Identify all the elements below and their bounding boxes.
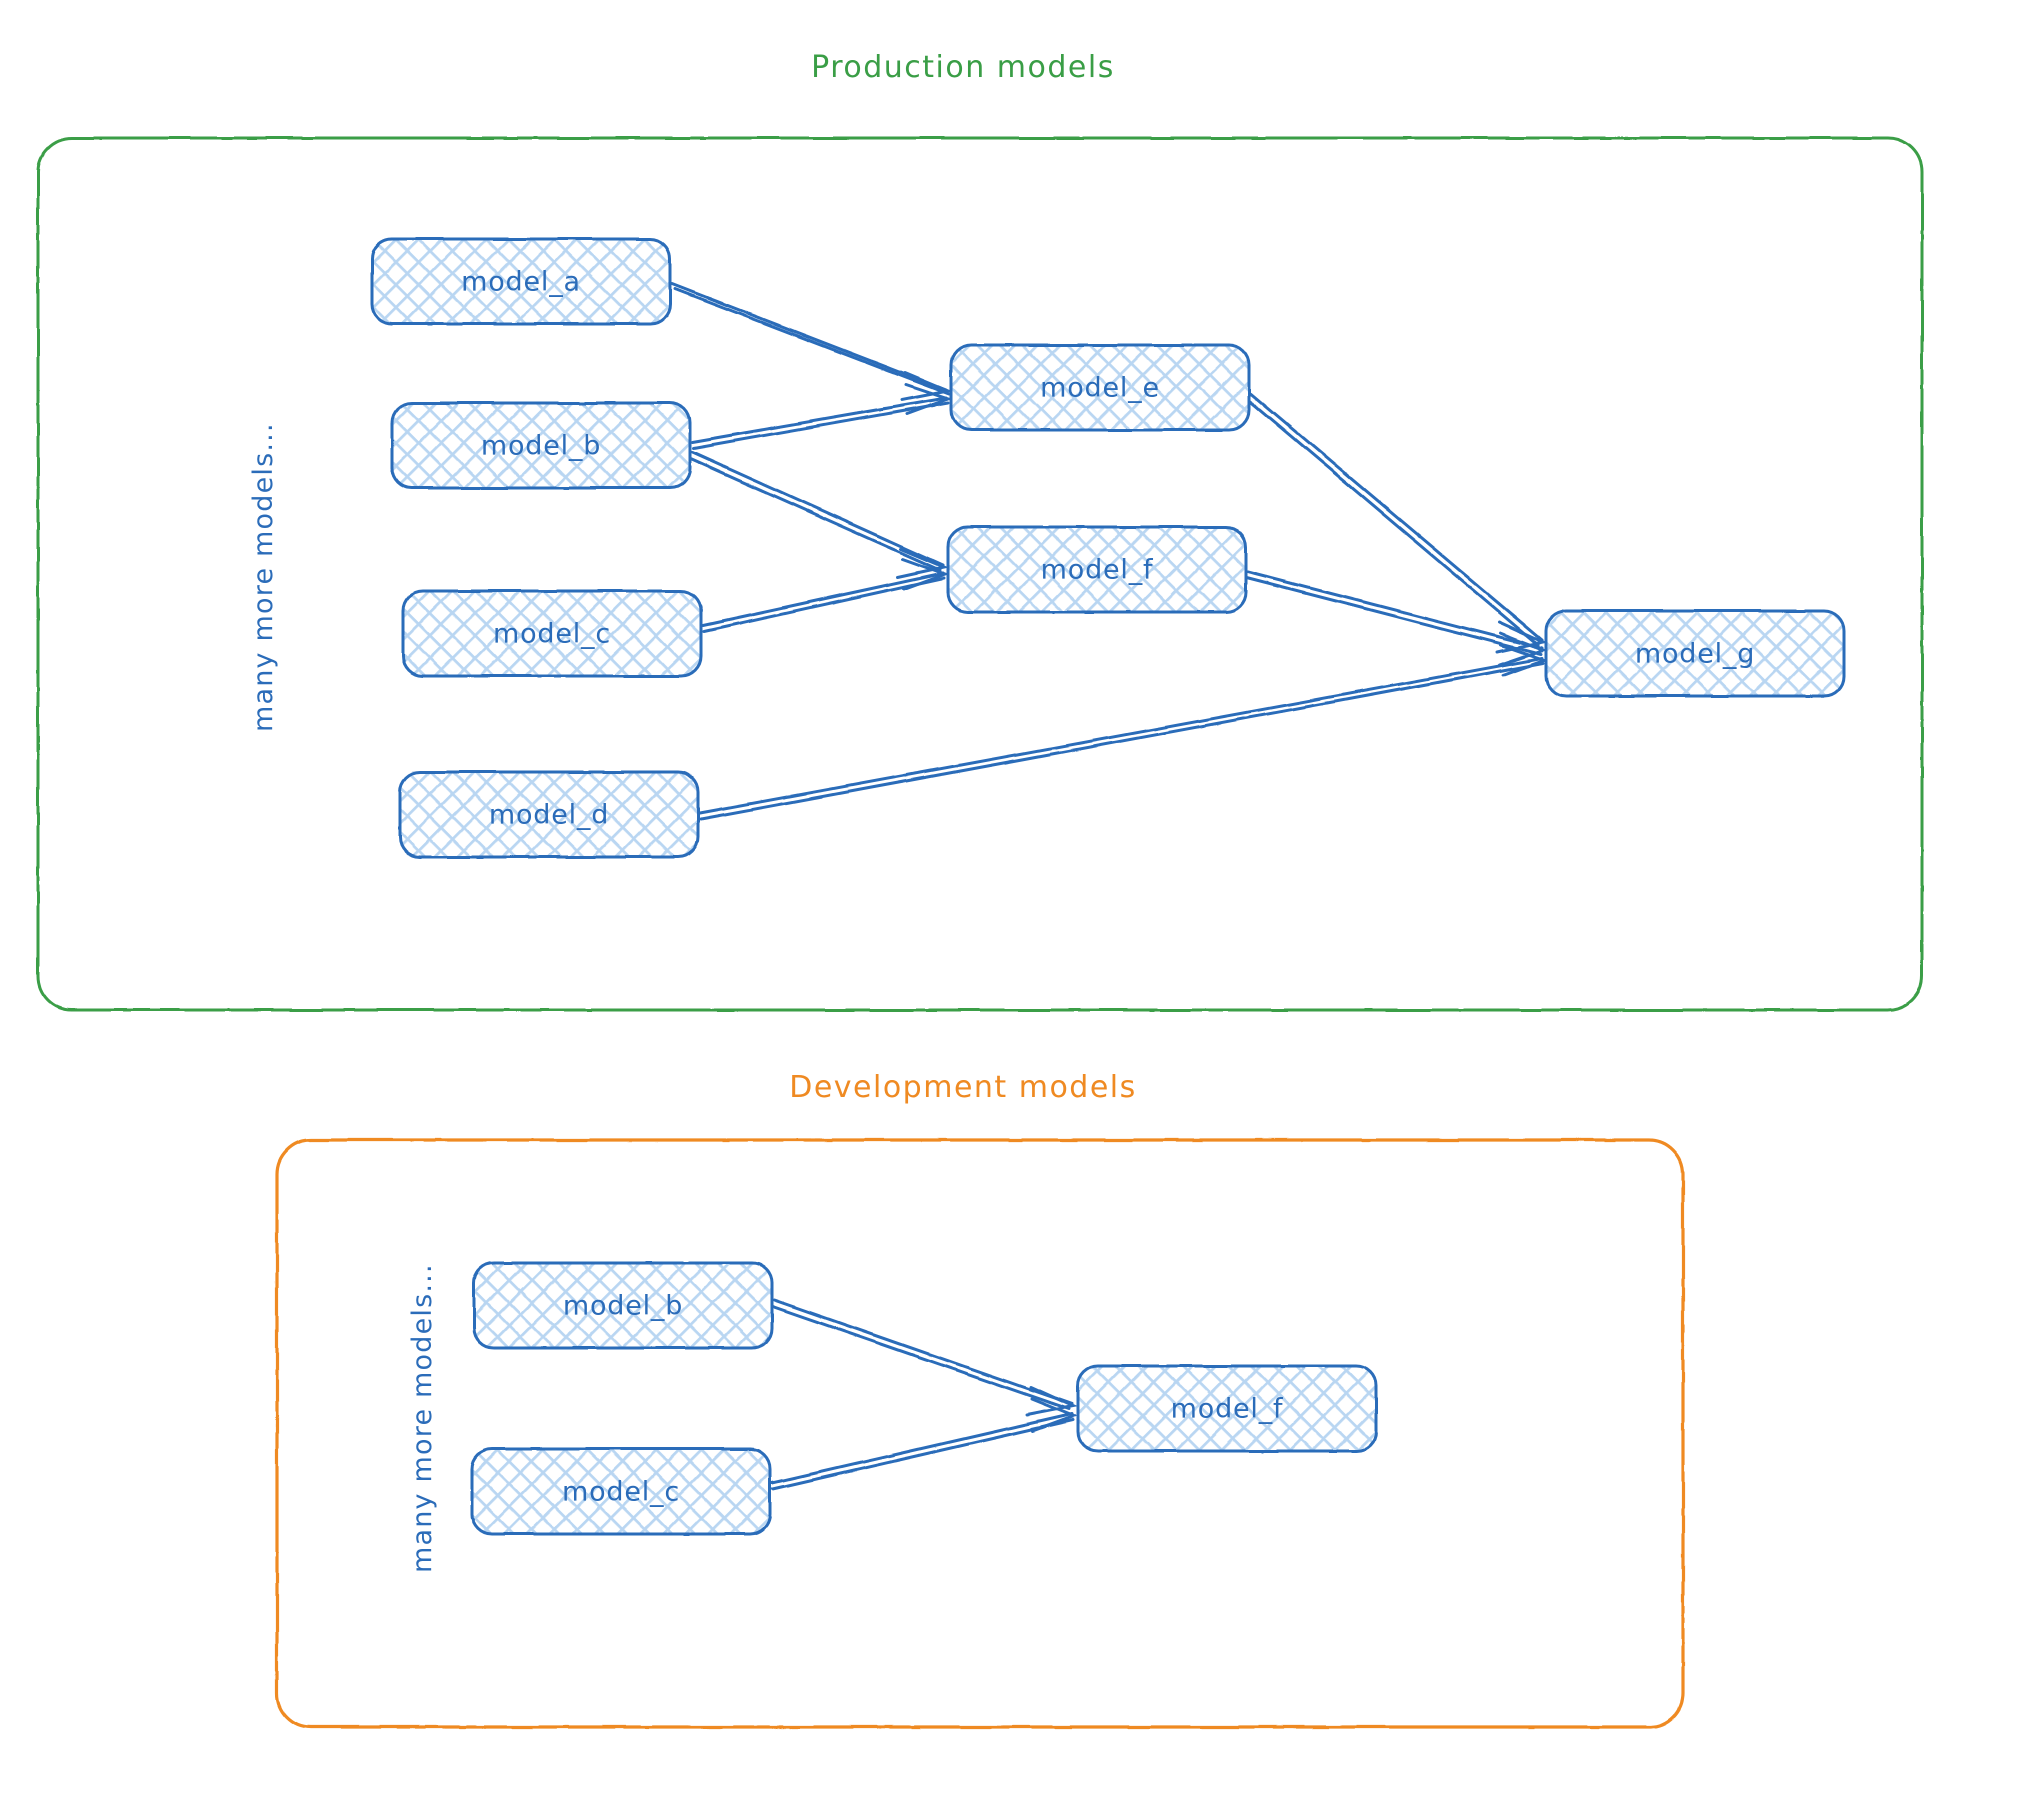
node-prod-e[interactable] [949, 343, 1251, 432]
development-group-container [275, 1138, 1685, 1729]
node-prod-c[interactable] [401, 589, 703, 678]
production-group-container [36, 136, 1924, 1012]
development-group-title: Development models [789, 1070, 1137, 1105]
development-group-border [275, 1138, 1685, 1729]
node-prod-d[interactable] [398, 770, 700, 859]
edge-prod-b-to-f [687, 450, 949, 579]
edge-dev-c-to-f [770, 1397, 1079, 1491]
edge-prod-b-to-e [690, 383, 953, 450]
production-group-title: Production models [811, 50, 1115, 85]
development-edges [769, 1298, 1079, 1491]
edge-prod-e-to-g [1245, 392, 1548, 654]
node-prod-a[interactable] [370, 237, 672, 326]
edge-prod-f-to-g [1245, 570, 1548, 667]
edge-prod-a-to-e [670, 282, 954, 402]
edge-prod-d-to-g [698, 643, 1549, 821]
production-many-more-models-note: many more models... [248, 422, 279, 732]
node-prod-f[interactable] [946, 525, 1248, 614]
development-many-more-models-note: many more models... [407, 1263, 438, 1573]
node-dev-f[interactable] [1076, 1364, 1378, 1453]
production-nodes [370, 237, 1846, 859]
node-prod-b[interactable] [390, 401, 692, 490]
development-nodes [470, 1261, 1378, 1536]
edge-dev-b-to-f [769, 1298, 1078, 1417]
node-prod-g[interactable] [1544, 609, 1846, 698]
production-edges [670, 282, 1549, 821]
edge-prod-c-to-f [701, 557, 950, 633]
production-group-border [36, 136, 1924, 1012]
node-dev-b[interactable] [472, 1261, 774, 1350]
node-dev-c[interactable] [470, 1447, 772, 1536]
